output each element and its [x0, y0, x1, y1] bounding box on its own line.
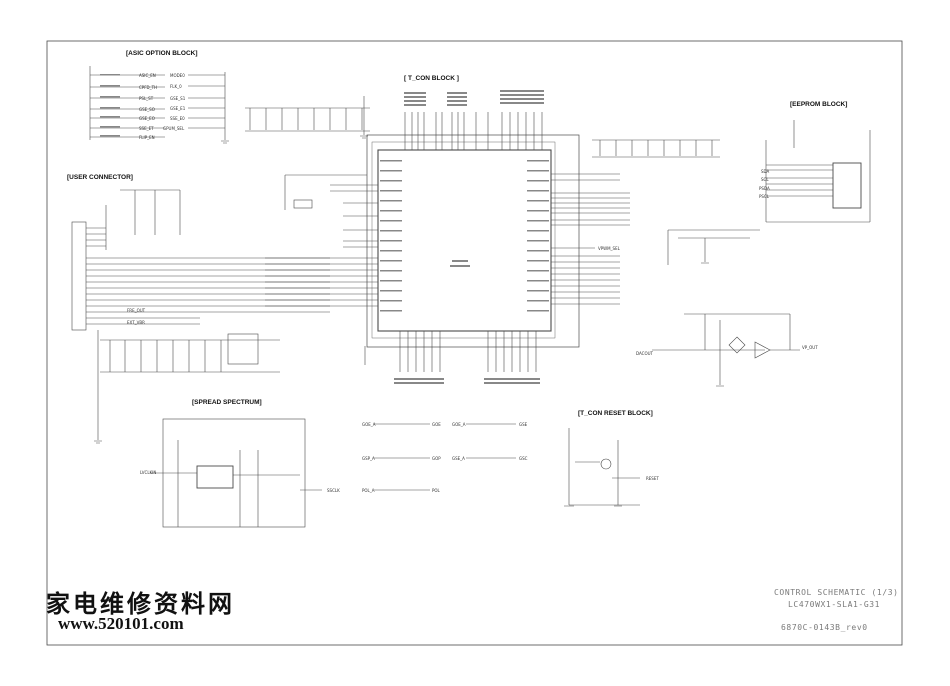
signal-label: GOP	[432, 456, 441, 461]
watermark-url: www.520101.com	[58, 614, 184, 633]
signal-label: CPFD_TH	[139, 85, 158, 90]
vpwm-wiring	[667, 229, 760, 265]
spread-spectrum-wiring	[150, 418, 322, 528]
user-connector	[71, 189, 330, 440]
tcon-right-pins	[551, 173, 630, 305]
tcon-bottom-pins	[364, 331, 537, 372]
signal-label: PSCL	[759, 194, 769, 199]
signal-label: POL_A	[362, 488, 375, 493]
signal-label: GOE_A	[362, 422, 376, 427]
esd-diode-row	[100, 333, 280, 373]
signal-label: VP_OUT	[802, 345, 818, 350]
part-label-marks	[100, 74, 549, 384]
block-title-asic-option: [ASIC OPTION BLOCK]	[126, 50, 198, 57]
signal-label: GSE_EO	[139, 116, 155, 121]
signal-label: GOE	[432, 422, 441, 427]
signal-label: GSE	[519, 422, 528, 427]
watermark-chinese: 家电维修资料网	[46, 589, 235, 618]
signal-label: GSE_SO	[139, 107, 155, 112]
sheet-border	[46, 40, 903, 646]
opamp-wiring	[652, 313, 800, 385]
signal-label: ASIC_EN	[139, 73, 156, 78]
mid-filter-network	[374, 423, 516, 491]
signal-label: SSE_E0	[170, 116, 185, 121]
signal-label: FRE_OUT	[127, 308, 146, 313]
signal-label: GSP_A	[362, 456, 375, 461]
block-title-spread-spectrum: [SPREAD SPECTRUM]	[192, 399, 262, 406]
signal-label: GSE_A	[452, 456, 465, 461]
signal-label: PSL_ST	[139, 96, 154, 101]
cap-bank-right	[592, 139, 720, 158]
reset-block-wiring	[568, 428, 640, 506]
signal-label: LVCLKIN	[140, 470, 157, 475]
block-title-eeprom: [EEPROM BLOCK]	[790, 101, 848, 108]
signal-label: FLK_0	[170, 84, 182, 89]
signal-label: POL	[432, 488, 440, 493]
tcon-top-pins	[404, 112, 543, 150]
ground-symbols	[94, 135, 724, 507]
block-title-user-connector: [USER CONNECTOR]	[67, 174, 133, 181]
block-title-t-con-reset: [T_CON RESET BLOCK]	[578, 410, 653, 417]
signal-label: GSC	[519, 456, 528, 461]
title-block-line1: CONTROL SCHEMATIC (1/3)	[774, 588, 899, 597]
signal-label: FLIP_EN	[139, 135, 155, 140]
title-block-line2: LC470WX1-SLA1-G31	[788, 600, 881, 609]
signal-label: VPWM_SEL	[598, 246, 620, 251]
signal-label: SDA	[761, 169, 770, 174]
signal-label: SCL	[761, 177, 769, 182]
cap-bank-top	[245, 96, 370, 135]
signal-label: SSCLK	[327, 488, 340, 493]
signal-label: SSE_ET	[139, 126, 154, 131]
title-block-line3: 6870C-0143B_rev0	[781, 623, 868, 632]
eeprom-wiring	[765, 120, 871, 223]
signal-label: GSE_S1	[170, 96, 186, 101]
signal-label: GOE_A	[452, 422, 466, 427]
signal-label: DACOUT	[636, 351, 653, 356]
signal-label: RESET	[646, 476, 659, 481]
signal-label: GSE_E1	[170, 106, 186, 111]
signal-label: GPUM_SEL	[163, 126, 185, 131]
crystal-area	[284, 174, 367, 210]
signal-label: PSDA	[759, 186, 770, 191]
block-title-t-con: [ T_CON BLOCK ]	[404, 75, 459, 82]
asic-option-wiring	[89, 66, 226, 140]
signal-label: EXT_VBR	[127, 320, 145, 325]
signal-label: MODE0	[170, 73, 185, 78]
